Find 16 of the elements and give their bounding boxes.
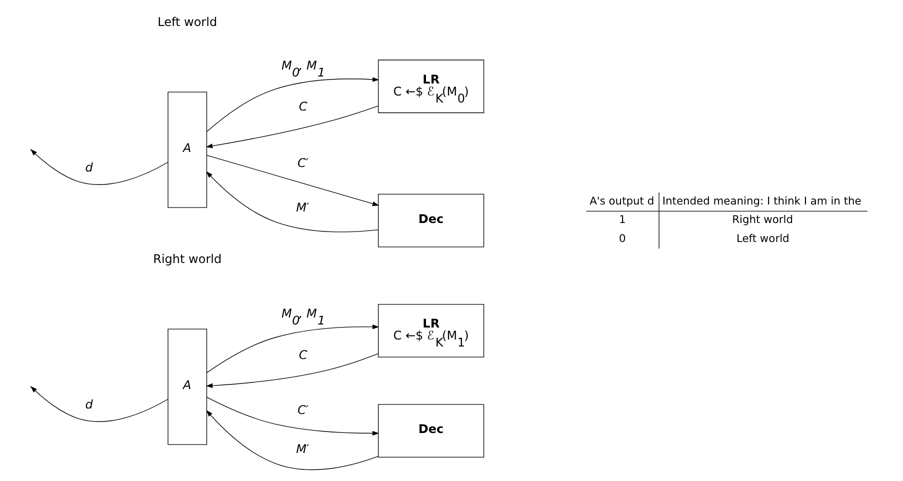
label: Left world [158, 14, 218, 29]
edge-label: C [298, 348, 308, 362]
label: Right world [732, 213, 794, 226]
label: 1 [618, 213, 626, 226]
edge-label: C [298, 100, 308, 114]
label: Left world [736, 232, 790, 245]
label: A's output d [590, 194, 654, 208]
edge-label: d [85, 397, 93, 412]
edge-label: C′ [298, 156, 309, 170]
edge-label: M′ [296, 442, 310, 456]
label: Right world [153, 252, 222, 266]
label: Intended meaning: I think I am in the [662, 194, 862, 208]
label: 0 [618, 232, 626, 245]
edge-label: C′ [298, 402, 309, 417]
edge-label: M′ [296, 200, 310, 214]
edge-label: d [85, 160, 93, 174]
